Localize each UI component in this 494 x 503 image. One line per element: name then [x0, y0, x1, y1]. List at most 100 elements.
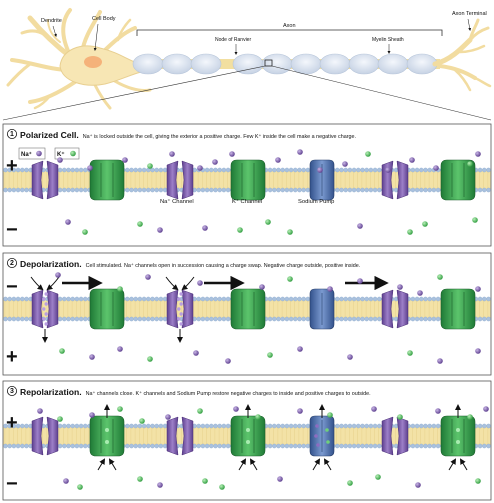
k-ion-in-channel [105, 440, 109, 444]
lipid-head [288, 296, 294, 302]
lipid-head [200, 443, 206, 449]
na-ion [475, 286, 481, 292]
na-ion [57, 157, 63, 163]
lipid-head [137, 423, 143, 429]
lipid-head [360, 167, 365, 173]
lipid-head [347, 316, 353, 322]
lipid-head [482, 296, 487, 302]
lipid-head [280, 296, 285, 302]
lipid-head [78, 423, 84, 429]
na-ion [259, 284, 265, 290]
lipid-head [70, 167, 75, 173]
lipid-head [158, 443, 164, 449]
lipid-head [486, 316, 491, 322]
lipid-head [3, 443, 8, 449]
lipid-head [477, 296, 483, 302]
na-ion [357, 223, 363, 229]
ion-legend: Na⁺K⁺ [18, 147, 80, 160]
lipid-head [154, 187, 159, 193]
lipid-head [125, 187, 130, 193]
lipid-head [272, 296, 277, 302]
lipid-head [24, 423, 29, 429]
na-channel-right-subunit [46, 289, 59, 329]
lipid-head [267, 443, 273, 449]
k-ion-in-pump [326, 440, 330, 444]
myelin-segment [161, 53, 193, 75]
na-ion [437, 358, 443, 364]
lipid-head [486, 423, 491, 429]
lipid-head [133, 167, 138, 173]
lipid-head [74, 316, 80, 322]
na-ion [193, 350, 199, 356]
upward-arrow [312, 458, 321, 471]
lipid-head [20, 296, 25, 302]
na-ion [397, 284, 403, 290]
lipid-head [419, 296, 424, 302]
lipid-head [162, 296, 168, 302]
k-ion [59, 348, 65, 354]
na-ion [157, 227, 163, 233]
panel-description: Na⁺ channels close. K⁺ channels and Sodi… [86, 391, 371, 397]
lipid-head [435, 316, 441, 322]
lipid-head [486, 296, 491, 302]
k-ion [422, 221, 428, 227]
k-ion [407, 229, 413, 235]
lipid-head [11, 187, 17, 193]
lipid-head [486, 443, 491, 449]
na-ion [89, 354, 95, 360]
lipid-head [414, 167, 420, 173]
lipid-head [377, 187, 382, 193]
na-channel-left-subunit [166, 416, 179, 456]
label-axon: Axon [283, 23, 296, 29]
k-channel-body [89, 415, 125, 457]
myelin-segment [348, 53, 380, 75]
na-ion-in-channel [42, 307, 46, 311]
k-ion [467, 161, 473, 167]
lipid-head [368, 316, 374, 322]
lipid-head [150, 296, 155, 302]
k-ion-in-channel [456, 428, 460, 432]
lipid-head [137, 316, 143, 322]
lipid-head [431, 187, 437, 193]
na-ion [165, 414, 171, 420]
lipid-head [360, 316, 365, 322]
lipid-head [377, 167, 382, 173]
lipid-head [343, 187, 348, 193]
myelin-segment [232, 53, 264, 75]
panel-description: Na⁺ is locked outside the cell, giving t… [83, 134, 356, 140]
lipid-head [301, 167, 306, 173]
lipid-head [347, 187, 353, 193]
lipid-head [431, 316, 437, 322]
lipid-head [276, 443, 281, 449]
na-ion [225, 358, 231, 364]
na-ion [275, 157, 281, 163]
na-ion [122, 157, 128, 163]
na-ion [36, 150, 42, 157]
lipid-head [74, 423, 80, 429]
lipid-head [225, 443, 231, 449]
lipid-head [225, 167, 231, 173]
lipid-head [305, 167, 311, 173]
lipid-head [280, 187, 285, 193]
lipid-head [288, 187, 294, 193]
lipid-head [15, 187, 21, 193]
k-ion [375, 474, 381, 480]
lipid-head [217, 296, 222, 302]
na-ion-in-channel [42, 297, 46, 301]
na-ion-in-channel [179, 312, 183, 316]
lipid-head [137, 296, 143, 302]
na-ion-in-channel [179, 292, 183, 296]
k-ion [365, 151, 371, 157]
lipid-head [213, 423, 218, 429]
lipid-head [343, 316, 348, 322]
lipid-head [431, 443, 437, 449]
lipid-head [293, 316, 298, 322]
lipid-head [288, 423, 294, 429]
nucleus [84, 56, 102, 68]
lipid-head [301, 423, 306, 429]
lipid-head [280, 443, 285, 449]
lipid-head [372, 296, 378, 302]
legend-k-box [54, 147, 80, 160]
lipid-head [276, 316, 281, 322]
